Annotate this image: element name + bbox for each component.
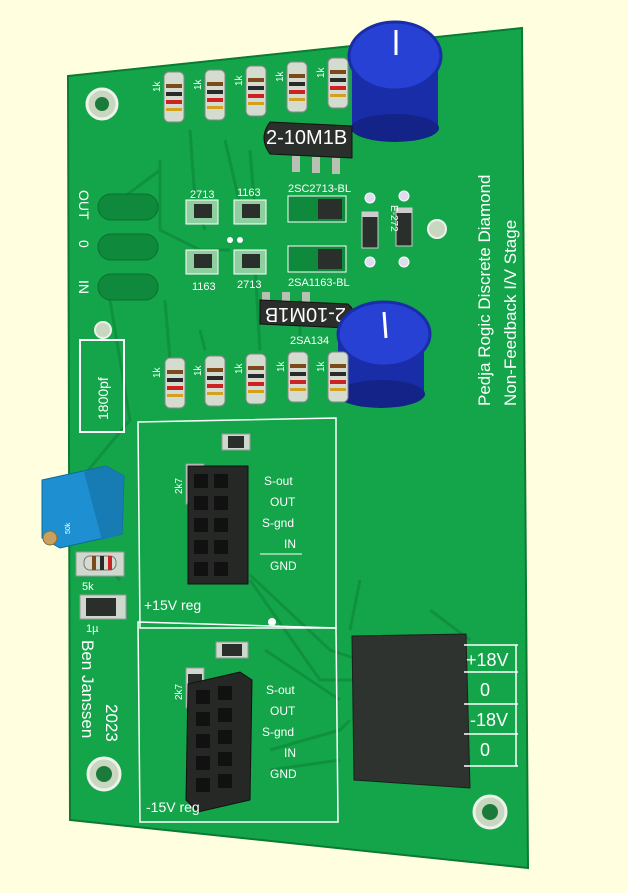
resistor-body: [164, 357, 186, 409]
title-line-1: Pedja Rogic Discrete Diamond: [475, 175, 494, 407]
transistor-label-top-right: 1163: [237, 187, 261, 199]
plus-15v-regulator: 2k7 S-out OUT S-gnd IN GND +15V reg: [137, 417, 337, 629]
plus-reg-pin-sout: S-out: [264, 474, 293, 488]
resistor-body: [327, 351, 349, 403]
trimmer-potentiometer: 50k: [41, 465, 125, 549]
diamond-pair: 2SC2713-BL 2SA1163-BL: [287, 183, 351, 289]
resistor-body: [245, 65, 267, 117]
top-resistors: 1k 1k 1k 1k 1k: [152, 57, 349, 123]
lower-power-transistor-label: 2-10M1B: [265, 303, 346, 325]
terminal-plus-18v: +18V: [466, 650, 509, 670]
bottom-resistor-label: 1k: [193, 364, 204, 376]
film-capacitor-label: 1800pf: [95, 377, 111, 420]
top-resistor-label: 1k: [193, 78, 204, 90]
resistor-body: [204, 355, 226, 407]
plus-reg-pin-in: IN: [284, 537, 296, 551]
lower-electrolytic-capacitor: [336, 300, 432, 408]
minus-reg-pin-in: IN: [284, 746, 296, 760]
io-connector-pads: OUT 0 IN: [76, 190, 159, 301]
plus-reg-pin-gnd: GND: [270, 559, 297, 573]
diode-label: E-272: [388, 205, 399, 232]
upper-electrolytic-capacitor: [347, 20, 443, 142]
plus-reg-resistor-label: 2k7: [174, 477, 185, 494]
top-resistor-label: 1k: [316, 66, 327, 78]
minus-reg-pin-out: OUT: [270, 704, 296, 718]
upper-power-transistor-label: 2-10M1B: [266, 127, 347, 149]
bottom-resistor-label: 1k: [234, 362, 245, 374]
plus-reg-pin-sgnd: S-gnd: [262, 516, 294, 530]
minus-reg-pin-sout: S-out: [266, 683, 295, 697]
transistor-label-top-left: 2713: [190, 189, 214, 201]
lower-pair-label: 2SA1163-BL: [288, 277, 350, 289]
transistor-label-bottom-left: 1163: [192, 281, 216, 293]
top-resistor-label: 1k: [152, 80, 163, 92]
top-resistor-label: 1k: [234, 74, 245, 86]
bottom-resistors: 1k 1k 1k 1k 1k: [152, 351, 349, 409]
resistor-body: [204, 69, 226, 121]
plus-reg-pin-out: OUT: [270, 495, 296, 509]
lower-transistor-label: 2SA134: [290, 335, 329, 347]
upper-pair-label: 2SC2713-BL: [288, 183, 351, 195]
minus-reg-label: -15V reg: [146, 799, 200, 815]
diodes: E-272: [361, 190, 413, 268]
resistor-body: [287, 351, 309, 403]
terminal-minus-18v: -18V: [470, 710, 508, 730]
terminal-zero-1: 0: [480, 680, 490, 700]
out-label: OUT: [76, 190, 92, 220]
mounting-holes: [85, 87, 508, 830]
trimmer-value: 50k: [65, 522, 72, 534]
top-resistor-label: 1k: [275, 70, 286, 82]
minus-reg-pin-gnd: GND: [270, 767, 297, 781]
transistor-label-bottom-right: 2713: [237, 279, 261, 291]
author-name: Ben Janssen: [78, 640, 97, 738]
bottom-resistor-label: 1k: [276, 360, 287, 372]
resistor-body: [327, 57, 349, 109]
power-module: [351, 633, 471, 789]
small-cap-label: 1µ: [86, 623, 99, 635]
film-capacitor-outline: 1800pf: [79, 339, 125, 433]
resistor-body: [163, 71, 185, 123]
minus-15v-regulator: 2k7 S-out OUT S-gnd IN GND -15V reg: [137, 621, 339, 823]
small-transistors: 2713 1163 1163 2713: [185, 187, 267, 293]
bottom-resistor-label: 1k: [152, 366, 163, 378]
year-label: 2023: [102, 704, 121, 742]
terminal-zero-2: 0: [480, 740, 490, 760]
minus-reg-pin-sgnd: S-gnd: [262, 725, 294, 739]
bottom-resistor-label: 1k: [316, 360, 327, 372]
upper-power-transistor: 2-10M1B: [263, 121, 353, 174]
small-components: 5k 1µ: [75, 551, 127, 635]
minus-reg-resistor-label: 2k7: [174, 683, 185, 700]
in-label: IN: [76, 280, 92, 294]
trimmer-label: 5k: [82, 581, 94, 593]
plus-reg-label: +15V reg: [144, 597, 201, 613]
resistor-body: [245, 353, 267, 405]
zero-label: 0: [76, 240, 92, 248]
power-terminals: +18V 0 -18V 0: [464, 644, 518, 767]
title-line-2: Non-Feedback I/V Stage: [501, 220, 520, 406]
resistor-body: [286, 61, 308, 113]
